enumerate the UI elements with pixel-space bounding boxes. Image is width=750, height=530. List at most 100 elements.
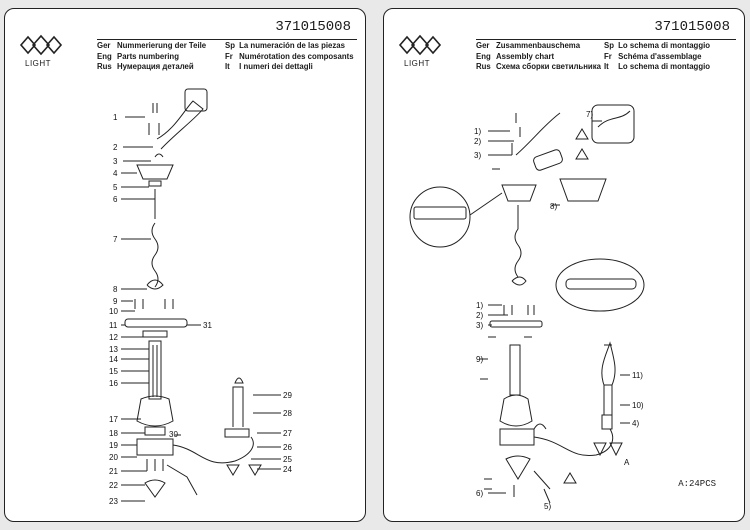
wire-detail-lines (597, 110, 631, 128)
plate-rail (565, 278, 637, 290)
part-number-labels: 1 2 3 4 5 6 7 8 9 10 11 12 13 14 15 16 1… (109, 113, 292, 506)
chain (514, 205, 522, 278)
lang-code: Ger (476, 41, 490, 50)
step-label: 2) (474, 137, 481, 146)
canopy-nut (148, 180, 162, 187)
candle-sleeve (232, 386, 244, 427)
lang-title: Schéma d'assemblage (618, 51, 702, 61)
part-label: 17 (109, 415, 118, 424)
canopy-detail (559, 178, 607, 202)
step-label: 4) (632, 419, 639, 428)
part-label: 8 (113, 285, 118, 294)
crystals (593, 442, 623, 457)
part-label: 27 (283, 429, 292, 438)
assembly-drawing: 1) 2) 3) 7) 8) 1) 2) 3) 9) 11) 10) 4) 6)… (409, 104, 645, 511)
hook (154, 153, 164, 158)
lang-code: It (604, 62, 609, 71)
step-label: 8) (550, 202, 557, 211)
part-label: 14 (109, 355, 118, 364)
title-divider (476, 39, 736, 40)
step-label: 1) (474, 127, 481, 136)
lang-title: Nummerierung der Teile (117, 41, 207, 50)
lang-code: Ger (97, 41, 111, 50)
part-label: 24 (283, 465, 292, 474)
part-label: 31 (203, 321, 212, 330)
lang-code: Eng (476, 51, 491, 61)
lang-code: Eng (97, 51, 112, 61)
step-label: 2) (476, 311, 483, 320)
brand-name: LIGHT (404, 59, 431, 68)
lang-code: It (225, 62, 230, 71)
lang-title: Lo schema di montaggio (618, 41, 711, 50)
logo-mark-icon (398, 34, 442, 56)
central-bowl (136, 438, 174, 456)
stem-detail (152, 345, 158, 397)
step-label: 5) (544, 502, 551, 511)
lamp-arm (533, 428, 614, 457)
decor-body (136, 395, 174, 427)
supply-wires (515, 112, 561, 156)
crystal-label: A (624, 458, 630, 467)
lang-title: Zusammenbauschema (496, 41, 581, 50)
part-label: 21 (109, 467, 118, 476)
step-label: 10) (632, 401, 644, 410)
lang-title: Схема сборки светильника (496, 62, 601, 71)
lang-title: Lo schema di montaggio (618, 62, 711, 71)
part-label: 7 (113, 235, 118, 244)
step-label: 3) (476, 321, 483, 330)
part-label: 13 (109, 345, 118, 354)
title-divider (97, 39, 357, 40)
part-label: 25 (283, 455, 292, 464)
part-label: 19 (109, 441, 118, 450)
plate-nut (142, 330, 168, 338)
language-titles: Ger Zusammenbauschema Sp Lo schema di mont… (476, 41, 710, 73)
canopy (136, 164, 174, 180)
screws-row (134, 299, 174, 309)
lang-code: Sp (225, 41, 235, 50)
mounting-screws (148, 103, 160, 135)
part-label: 16 (109, 379, 118, 388)
brand-logo: LIGHT (19, 33, 63, 73)
mounting-screws (511, 113, 521, 155)
hook-bracket (533, 149, 563, 171)
warning-icon (563, 472, 577, 484)
lang-row: Ger Zusammenbauschema Sp Lo schema di mont… (476, 41, 710, 52)
warning-icon (575, 148, 589, 160)
part-label: 3 (113, 157, 118, 166)
detail-pointer (469, 192, 503, 216)
arm-screw (533, 423, 547, 430)
brand-name: LIGHT (25, 59, 52, 68)
bulb (234, 377, 244, 384)
bowl-screws (146, 459, 164, 471)
lang-title: Нумерация деталей (117, 62, 194, 71)
part-label: 29 (283, 391, 292, 400)
part-label: 26 (283, 443, 292, 452)
step-label: 11) (632, 371, 643, 380)
step-label: 7) (586, 110, 593, 119)
loop-hook (146, 279, 164, 290)
lang-code: Rus (476, 62, 491, 71)
assembly-chart-sheet: LIGHT 371015008 Ger Zusammenbauschema Sp L… (383, 8, 745, 522)
lamp-arm (172, 436, 254, 464)
lang-code: Sp (604, 41, 614, 50)
bracket-detail-circle (409, 186, 471, 248)
document-number: 371015008 (654, 19, 730, 35)
part-label: 5 (113, 183, 118, 192)
loop-hook (511, 276, 527, 286)
crystals (226, 464, 262, 476)
lang-code: Fr (225, 51, 233, 61)
part-label: 22 (109, 481, 118, 490)
lang-title: Numérotation des composants (239, 51, 354, 61)
sheet-header: LIGHT 371015008 Ger Zusammenbauschema Sp L… (384, 9, 744, 79)
pendant-chain (166, 464, 198, 496)
stem-tube (148, 340, 162, 400)
part-label: 6 (113, 195, 118, 204)
crystal-quantity-note: A:24PCS (678, 479, 716, 489)
logo-mark-icon (19, 34, 63, 56)
stem-tube (509, 344, 521, 396)
